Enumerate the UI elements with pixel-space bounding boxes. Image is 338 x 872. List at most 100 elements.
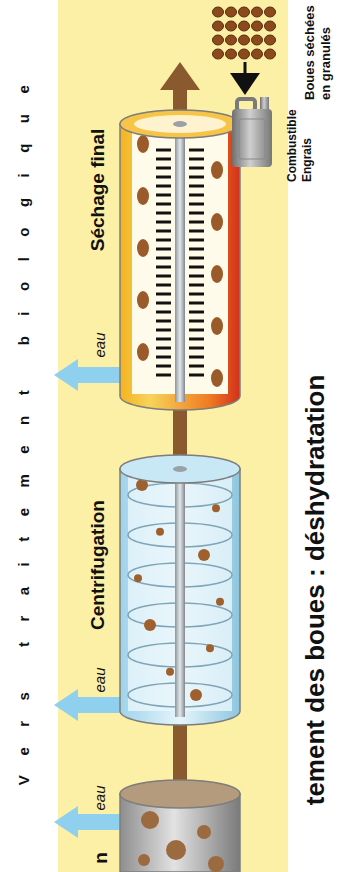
granule: [252, 49, 263, 59]
granule: [239, 35, 250, 45]
sludge-lump: [134, 574, 142, 582]
screw-tooth: [189, 374, 204, 377]
screw-tooth: [156, 167, 171, 170]
granule: [226, 49, 237, 59]
sludge-lump: [166, 668, 174, 676]
screw-tooth: [156, 194, 171, 197]
screw-tooth: [189, 365, 204, 368]
screw-tooth: [156, 239, 171, 242]
node-label: Combustible Engrais: [285, 102, 315, 182]
dewatering-cylinder: n: [120, 780, 240, 872]
diagram-title: tement des boues : déshydratation: [300, 375, 331, 806]
screw-tooth: [156, 221, 171, 224]
sludge-lump: [212, 504, 220, 512]
yellow-band: [58, 0, 288, 872]
screw-tooth: [156, 230, 171, 233]
sludge-lump: [137, 343, 149, 361]
screw-tooth: [189, 212, 204, 215]
screw-tooth: [156, 248, 171, 251]
shaft-end: [173, 121, 187, 127]
can-spout: [260, 97, 269, 111]
can-body: [232, 109, 272, 167]
sludge-lump: [211, 265, 223, 283]
sludge-lump: [137, 135, 149, 153]
granule: [239, 21, 250, 31]
cylinder-cap: [120, 455, 240, 483]
screw-tooth: [189, 293, 204, 296]
sludge-lump: [138, 854, 150, 866]
screw-tooth: [156, 347, 171, 350]
screw-tooth: [189, 248, 204, 251]
screw-tooth: [156, 320, 171, 323]
screw-tooth: [189, 320, 204, 323]
dryer-cylinder: Séchage final: [120, 110, 240, 410]
node-shape: [120, 780, 240, 872]
screw-tooth: [189, 329, 204, 332]
screw-tooth: [156, 338, 171, 341]
granule: [265, 7, 276, 17]
node-label: Séchage final: [86, 129, 109, 252]
sludge-lump: [190, 689, 202, 701]
central-shaft: [175, 465, 185, 717]
screw-tooth: [156, 311, 171, 314]
connector-line: [76, 697, 120, 713]
arrow-head: [160, 62, 200, 90]
sludge-lump: [206, 644, 214, 652]
connector-line: [76, 367, 120, 383]
screw-tooth: [189, 302, 204, 305]
sludge-lump: [137, 291, 149, 309]
connector-line: [173, 88, 187, 110]
screw-tooth: [156, 275, 171, 278]
granule: [226, 21, 237, 31]
edge-label: eau: [91, 667, 109, 692]
edge-label: eau: [91, 332, 109, 357]
cylinder-cap: [134, 115, 226, 133]
sludge-flow-arrow: [180, 410, 181, 455]
sludge-lump: [211, 317, 223, 335]
sludge-lump: [166, 840, 186, 860]
sludge-lump: [144, 619, 156, 631]
node-label: Vers traitement biologique: [15, 65, 33, 785]
central-shaft: [175, 120, 185, 402]
sludge-flow-arrow: [160, 62, 200, 110]
screw-tooth: [156, 266, 171, 269]
arrow-head: [54, 806, 78, 838]
screw-tooth: [189, 239, 204, 242]
node-label: n: [89, 852, 112, 864]
screw-tooth: [189, 338, 204, 341]
granule: [226, 7, 237, 17]
sludge-lump: [141, 811, 159, 829]
sludge-lump: [156, 528, 164, 536]
screw-tooth: [156, 293, 171, 296]
centrifuge-cylinder: Centrifugation: [120, 455, 240, 725]
cylinder-cap: [120, 780, 240, 808]
screw-tooth: [189, 257, 204, 260]
screw-tooth: [156, 356, 171, 359]
node-label: Centrifugation: [86, 500, 109, 630]
granule: [226, 35, 237, 45]
screw-tooth: [156, 374, 171, 377]
screw-tooth: [156, 365, 171, 368]
screw-tooth: [189, 167, 204, 170]
screw-tooth: [156, 203, 171, 206]
arrow-head: [54, 689, 78, 721]
granule: [213, 35, 224, 45]
screw-tooth: [189, 203, 204, 206]
arrow-head: [230, 73, 260, 95]
node-shape: [120, 110, 240, 410]
screw-tooth: [189, 284, 204, 287]
sludge-flow-arrow: [180, 725, 181, 780]
screw-tooth: [189, 347, 204, 350]
sludge-lump: [211, 161, 223, 179]
granule: [265, 21, 276, 31]
screw-tooth: [156, 212, 171, 215]
granule: [252, 35, 263, 45]
screw-tooth: [156, 158, 171, 161]
water-arrow: [54, 689, 120, 721]
screw-tooth: [189, 158, 204, 161]
product-arrow: [230, 62, 260, 95]
screw-tooth: [156, 176, 171, 179]
screw-tooth: [189, 230, 204, 233]
screw-tooth: [189, 266, 204, 269]
sludge-lump: [208, 856, 224, 872]
